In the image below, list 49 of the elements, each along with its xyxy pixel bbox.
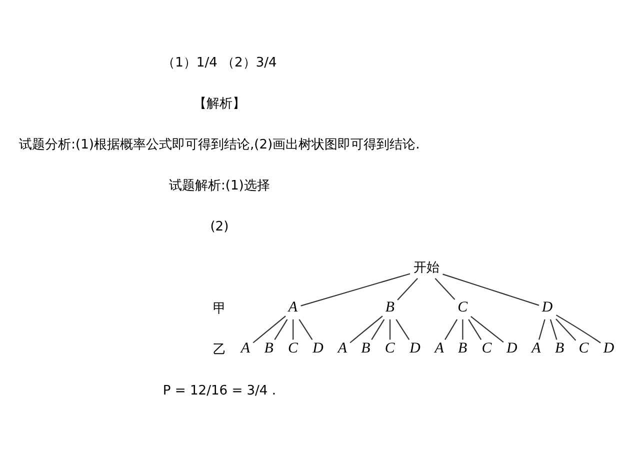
- connector: [550, 319, 558, 340]
- node-text: C: [482, 340, 492, 357]
- label: 乙: [212, 342, 226, 358]
- node-text: D: [312, 340, 324, 357]
- connector: [444, 319, 458, 340]
- connector: [556, 318, 576, 341]
- connector: [538, 319, 546, 340]
- connector: [397, 278, 418, 300]
- connector: [468, 319, 482, 340]
- connector: [462, 319, 464, 340]
- node-text: D: [506, 340, 518, 357]
- connector: [300, 273, 410, 306]
- node-text: C: [384, 340, 395, 357]
- connector: [252, 316, 286, 344]
- label: 试题解析:(1)选择: [169, 178, 270, 194]
- node-text: B: [361, 340, 370, 357]
- connector: [434, 278, 456, 300]
- node-text: B: [458, 340, 468, 357]
- node-text: D: [410, 340, 420, 357]
- node-text: A: [240, 340, 250, 357]
- connector: [274, 319, 288, 340]
- connector: [371, 319, 385, 340]
- connector: [298, 319, 313, 340]
- node-text: C: [578, 340, 589, 357]
- connector: [442, 274, 540, 306]
- node-text: A: [434, 340, 444, 357]
- connector: [470, 316, 504, 343]
- node-text: C: [458, 300, 468, 316]
- node-text: A: [532, 340, 541, 357]
- label: 试题分析:(1)根据概率公式即可得到结论,(2)画出树状图即可得到结论.: [19, 137, 420, 152]
- node-text: A: [288, 300, 298, 316]
- label: (2): [210, 219, 229, 234]
- node-text: D: [603, 340, 614, 357]
- label: P = 12/16 = 3/4 .: [162, 383, 276, 398]
- connector: [396, 319, 410, 340]
- connector: [292, 319, 294, 340]
- node-text: B: [554, 340, 564, 357]
- node-text: B: [385, 300, 394, 316]
- connector: [389, 319, 391, 340]
- label: 甲: [212, 301, 226, 316]
- connector: [350, 316, 383, 344]
- node-text: A: [338, 340, 347, 357]
- node-text: C: [288, 340, 298, 357]
- node-text: 开始: [413, 260, 440, 276]
- node-text: D: [542, 300, 553, 316]
- label: 【解析】: [193, 96, 246, 112]
- connector: [556, 314, 601, 344]
- label: （1）1/4 （2）3/4: [162, 55, 277, 70]
- node-text: B: [264, 340, 274, 357]
